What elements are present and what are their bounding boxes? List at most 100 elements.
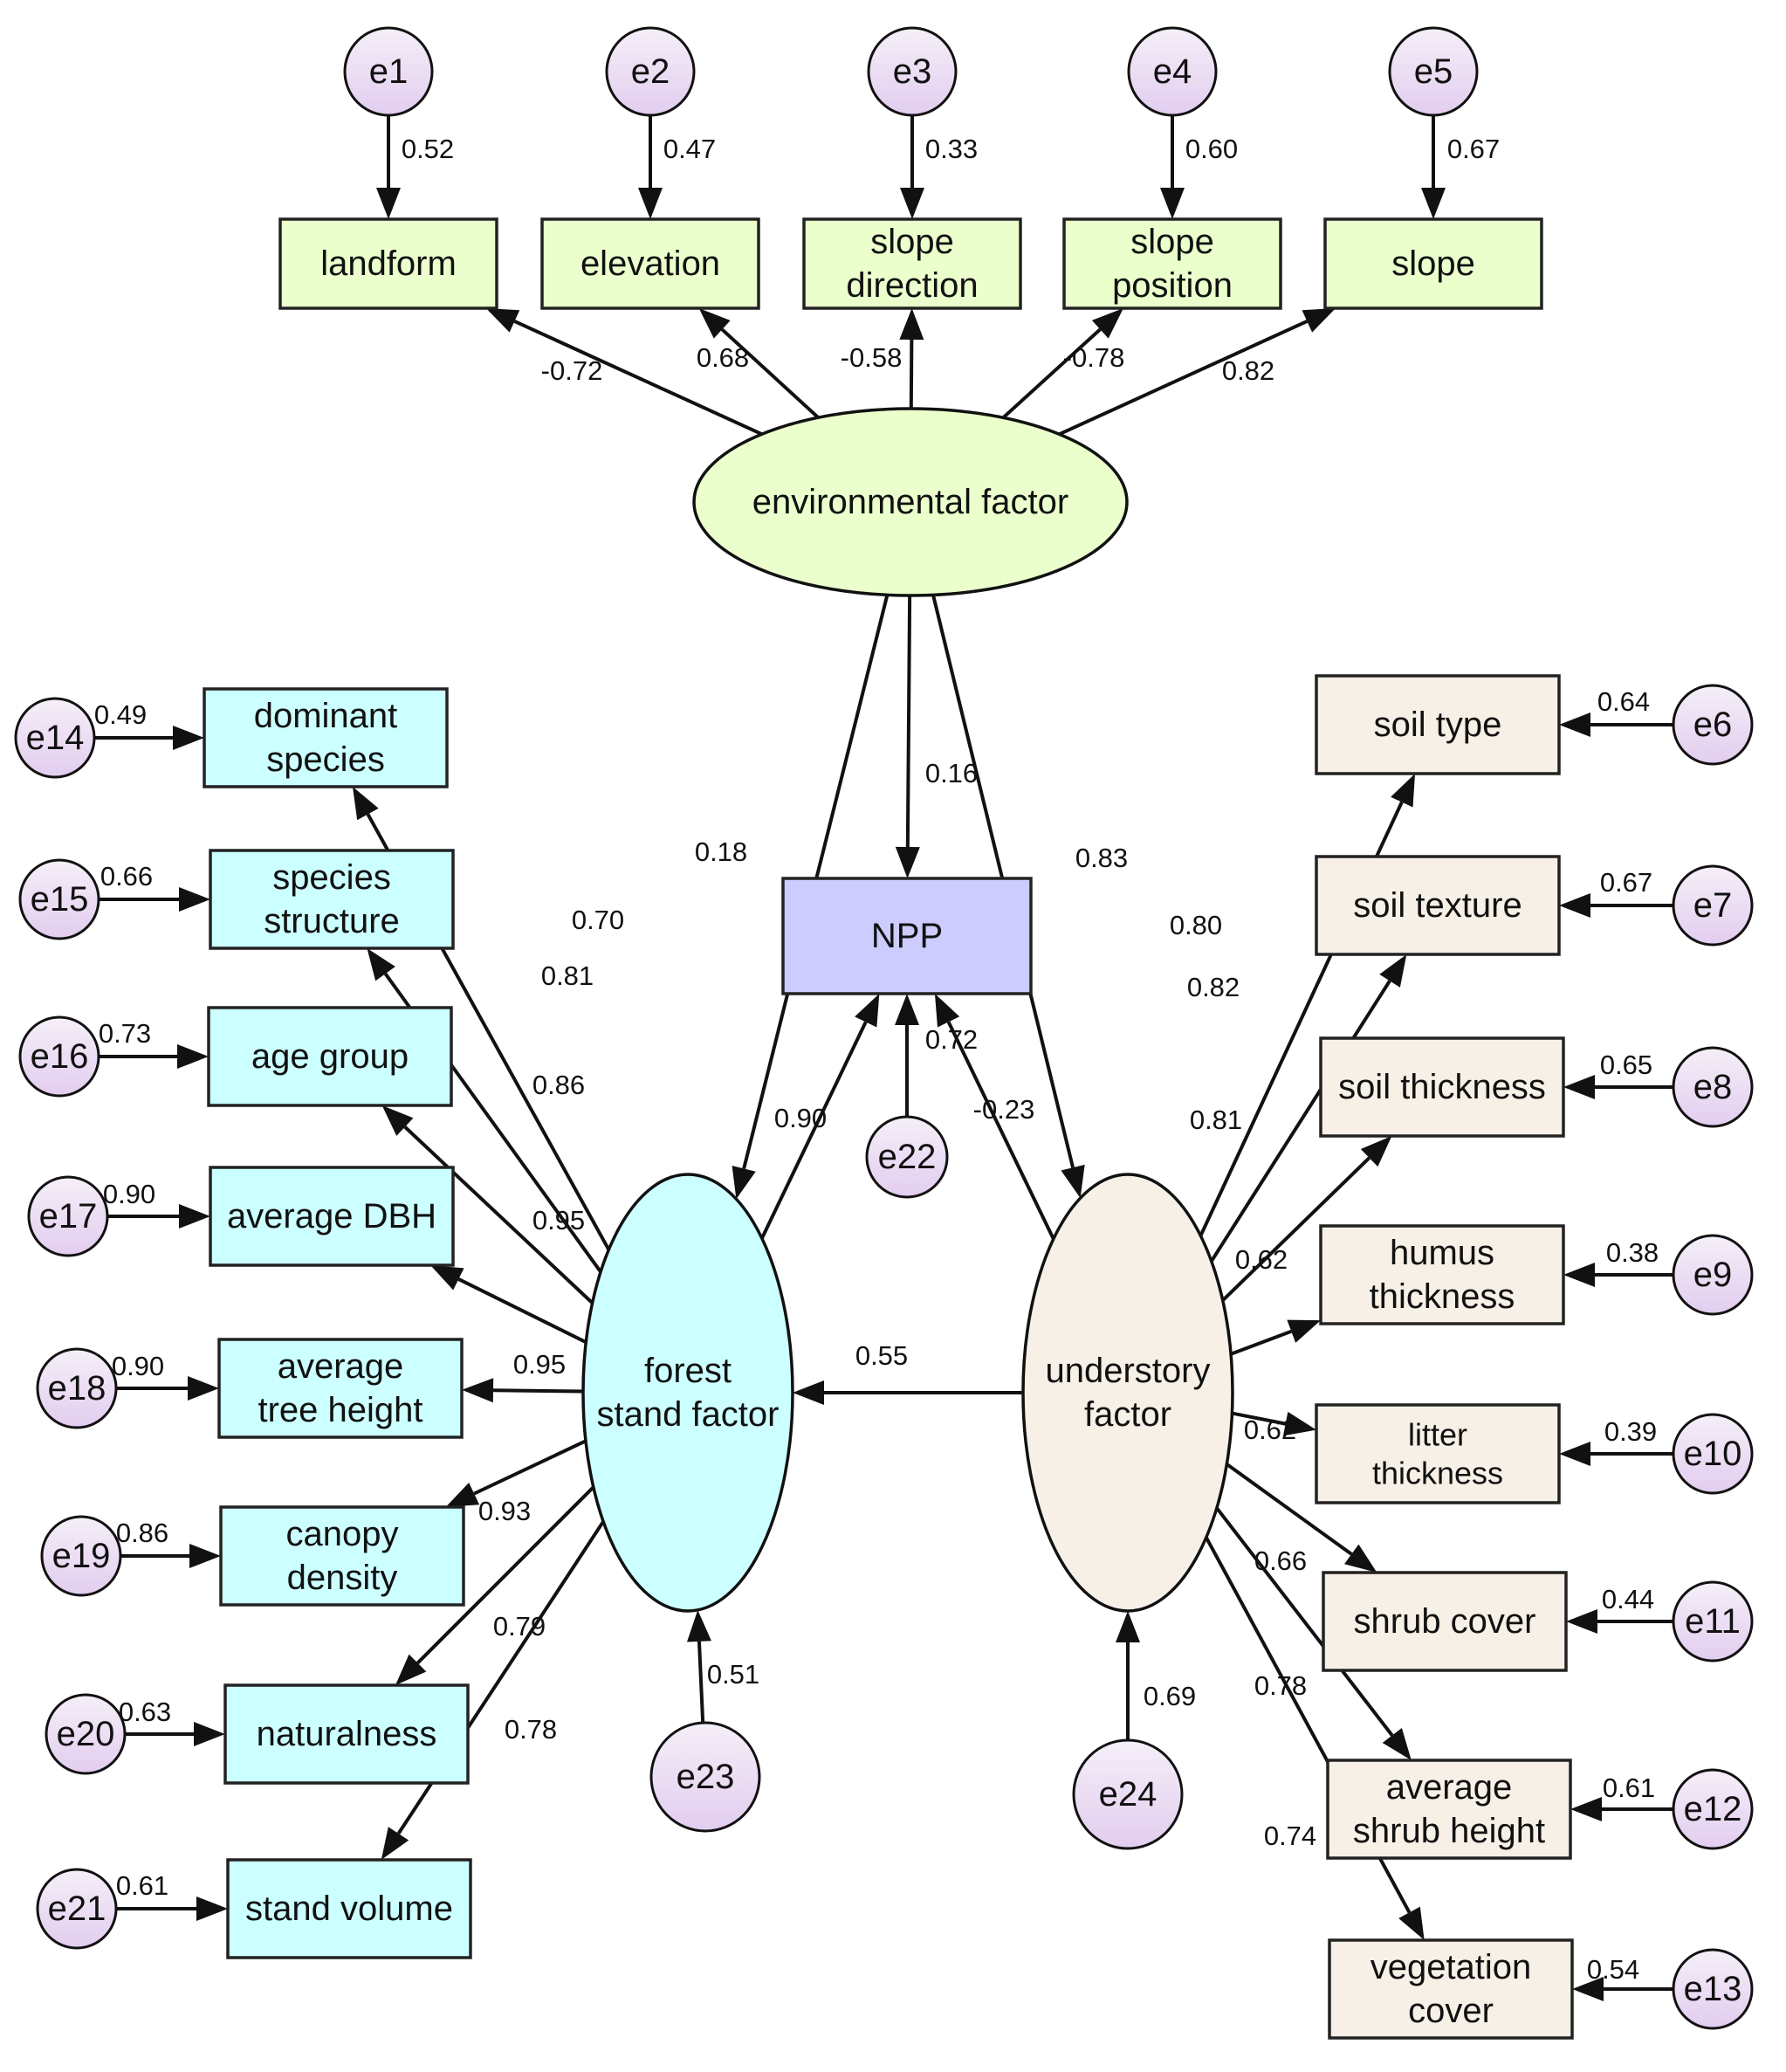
node-label: e20: [57, 1715, 115, 1753]
node-naturalness: naturalness: [223, 1683, 470, 1785]
arrowhead: [1563, 1263, 1595, 1287]
node-label: vegetation: [1370, 1948, 1532, 1986]
error-circle: [45, 1693, 127, 1775]
path-e1-to-landform: [376, 115, 401, 219]
node-soil-type: soil type: [1315, 674, 1561, 775]
path-line: [905, 595, 912, 848]
path-e4-to-slope-position: [1160, 115, 1185, 219]
error-circle: [1127, 26, 1218, 117]
observed-variable-box: [203, 687, 449, 788]
coefficient-label: 0.64: [1597, 686, 1650, 717]
node-label: e18: [48, 1369, 106, 1408]
coefficient-label: 0.39: [1604, 1416, 1657, 1447]
coefficient-label: 0.33: [925, 134, 978, 164]
node-label: position: [1112, 266, 1233, 305]
path-line: [1226, 1463, 1353, 1556]
path-e2-to-elevation: [638, 115, 663, 219]
observed-variable-box: [209, 1166, 455, 1267]
arrowhead: [1344, 1544, 1377, 1573]
error-term-e22: e22: [865, 1115, 949, 1199]
node-label: dominant: [254, 697, 398, 735]
arrowhead: [895, 846, 920, 878]
path-line: [1215, 1506, 1394, 1737]
error-term-e7: e7: [1672, 864, 1754, 947]
error-circle: [1388, 26, 1479, 117]
arrowhead: [1559, 1442, 1590, 1466]
arrowhead: [1566, 1609, 1597, 1634]
error-circle: [865, 1115, 949, 1199]
coefficient-label: -0.23: [973, 1094, 1035, 1125]
node-environmental-factor: environmental factor: [692, 407, 1129, 597]
arrowhead: [900, 188, 924, 219]
error-term-e24: e24: [1072, 1738, 1184, 1850]
arrowhead: [1391, 774, 1416, 808]
node-label: e11: [1685, 1602, 1741, 1641]
path-line: [697, 1641, 705, 1724]
error-term-e9: e9: [1672, 1234, 1754, 1316]
error-circle: [1672, 1046, 1754, 1128]
node-label: e8: [1693, 1068, 1733, 1106]
error-term-e6: e6: [1672, 684, 1754, 766]
coefficient-label: 0.83: [1075, 843, 1128, 873]
observed-variable-box: [802, 217, 1022, 310]
error-term-e17: e17: [27, 1175, 109, 1257]
node-label: e23: [677, 1758, 735, 1796]
coefficient-label: 0.67: [1600, 867, 1652, 898]
path-understory-factor-to-soil-type: [1199, 774, 1416, 1237]
node-label: soil type: [1374, 706, 1502, 744]
node-label: thickness: [1370, 1277, 1515, 1316]
observed-variable-box: [219, 1505, 465, 1607]
node-label: stand factor: [596, 1395, 779, 1434]
coefficient-label: 0.82: [1187, 972, 1240, 1002]
arrowhead: [1116, 1611, 1140, 1642]
node-label: shrub cover: [1354, 1602, 1536, 1641]
arrowhead: [1563, 1075, 1595, 1099]
node-slope: slope: [1323, 217, 1543, 310]
error-circle: [27, 1175, 109, 1257]
error-term-e20: e20: [45, 1693, 127, 1775]
node-label: e5: [1414, 52, 1453, 91]
coefficient-label: 0.62: [1244, 1415, 1296, 1445]
latent-variable-ellipse: [692, 407, 1129, 597]
node-label: e7: [1693, 886, 1733, 925]
coefficient-label: 0.62: [1235, 1244, 1288, 1275]
node-landform: landform: [278, 217, 498, 310]
arrowhead: [173, 726, 204, 750]
coefficient-label: 0.80: [1170, 910, 1222, 940]
arrowhead: [462, 1378, 494, 1403]
coefficient-label: 0.69: [1144, 1681, 1196, 1711]
path-e5-to-slope: [1421, 115, 1446, 219]
node-npp: NPP: [781, 877, 1033, 995]
arrowhead: [1570, 1797, 1602, 1821]
arrowhead: [485, 308, 520, 333]
path-e21-to-stand-volume: [116, 1896, 228, 1921]
observed-variable-box: [1315, 674, 1561, 775]
node-shrub-cover: shrub cover: [1322, 1571, 1568, 1672]
observed-variable-box: [226, 1858, 472, 1959]
coefficient-label: 0.81: [541, 960, 594, 991]
path-line: [492, 1388, 584, 1394]
error-circle: [343, 26, 434, 117]
observed-variable-box: [207, 1006, 453, 1107]
coefficient-label: 0.66: [1254, 1545, 1307, 1576]
error-term-e10: e10: [1672, 1413, 1754, 1495]
path-line: [909, 339, 914, 410]
coefficient-label: 0.73: [99, 1018, 151, 1049]
path-e13-to-vegetation-cover: [1572, 1977, 1673, 2001]
coefficient-label: 0.63: [119, 1697, 171, 1727]
coefficient-label: 0.78: [1254, 1670, 1307, 1701]
coefficient-label: 0.66: [100, 861, 153, 891]
node-soil-texture: soil texture: [1315, 855, 1561, 956]
path-e15-to-species-structure: [99, 887, 210, 912]
path-e14-to-dominant-species: [94, 726, 204, 750]
path-e7-to-soil-texture: [1559, 893, 1673, 918]
arrowhead: [1398, 1906, 1425, 1940]
error-term-e18: e18: [36, 1347, 118, 1429]
coefficient-label: 0.52: [402, 134, 454, 164]
coefficient-label: 0.18: [695, 836, 747, 867]
coefficient-label: 0.82: [1222, 355, 1274, 386]
path-line: [1001, 327, 1102, 419]
path-understory-factor-to-litter-thickness: [1232, 1411, 1316, 1436]
error-circle: [18, 1015, 100, 1098]
